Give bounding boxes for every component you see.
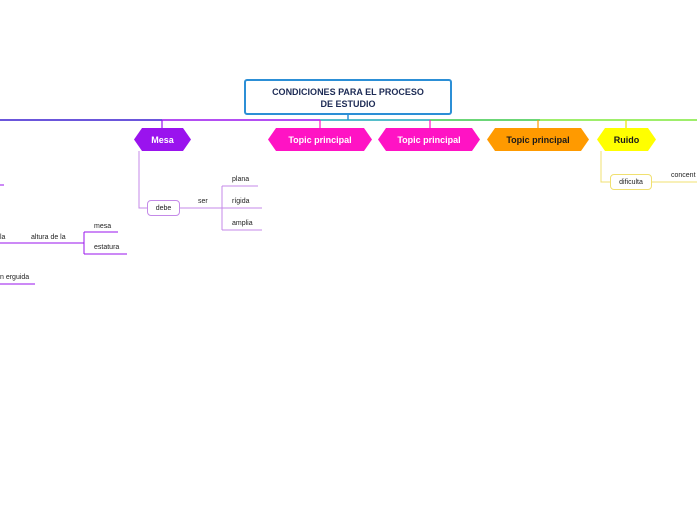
node-debe[interactable]: debe xyxy=(147,200,180,216)
node-debe-label: debe xyxy=(155,204,172,212)
root-title-line2: DE ESTUDIO xyxy=(320,99,376,109)
topic-principal-1[interactable]: Topic principal xyxy=(268,128,372,151)
node-dificulta-label: dificulta xyxy=(619,178,643,186)
topic-principal-2-label: Topic principal xyxy=(397,134,461,145)
node-rigida[interactable]: rígida xyxy=(232,198,250,205)
topic-ruido[interactable]: Ruido xyxy=(597,128,656,151)
root-title-line1: CONDICIONES PARA EL PROCESO xyxy=(272,87,424,97)
node-la[interactable]: la xyxy=(0,234,6,241)
node-amplia[interactable]: amplia xyxy=(232,220,253,227)
root-topic[interactable]: CONDICIONES PARA EL PROCESO DE ESTUDIO xyxy=(244,79,452,115)
node-estatura[interactable]: estatura xyxy=(94,244,120,251)
node-concent[interactable]: concent xyxy=(671,172,696,179)
node-ser[interactable]: ser xyxy=(198,198,208,205)
node-plana[interactable]: plana xyxy=(232,176,250,183)
topic-ruido-label: Ruido xyxy=(613,134,640,145)
topic-mesa[interactable]: Mesa xyxy=(134,128,191,151)
topic-principal-3-label: Topic principal xyxy=(506,134,570,145)
topic-principal-3[interactable]: Topic principal xyxy=(487,128,589,151)
node-dificulta[interactable]: dificulta xyxy=(610,174,652,190)
topic-mesa-label: Mesa xyxy=(151,134,174,145)
node-mesa[interactable]: mesa xyxy=(94,223,112,230)
node-altura-de-la[interactable]: altura de la xyxy=(31,234,66,241)
node-erguida[interactable]: n erguida xyxy=(0,274,30,281)
topic-principal-2[interactable]: Topic principal xyxy=(378,128,480,151)
topic-principal-1-label: Topic principal xyxy=(288,134,352,145)
